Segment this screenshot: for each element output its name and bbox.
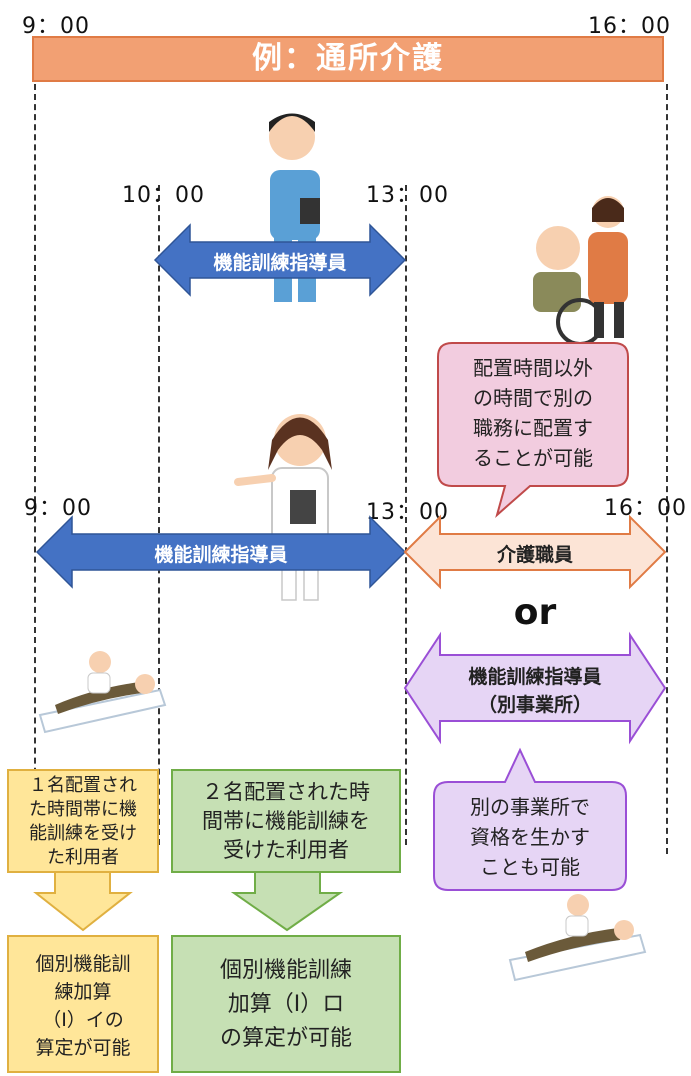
green-down-arrow (230, 871, 344, 932)
yellow-bottom-line: （Ⅰ）イの (42, 1009, 124, 1031)
yellow-bottom-box (7, 935, 159, 1073)
blue-arrow-1 (153, 223, 407, 297)
timeline1-end-time: 13：00 (366, 183, 449, 208)
arrow1-label: 機能訓練指導員 (213, 252, 347, 274)
header-start-time: 9：00 (22, 14, 90, 39)
green-bottom-box (171, 935, 401, 1073)
other-office-arrow (403, 631, 667, 745)
timeline2-mid-time: 13：00 (366, 500, 449, 525)
pink-bubble-line: の時間で別の (473, 386, 593, 410)
pink-bubble-line: ることが可能 (473, 446, 593, 470)
pink-bubble-text: 配置時間以外 の時間で別の 職務に配置す ることが可能 (440, 353, 626, 473)
yellow-bottom-line: 算定が可能 (35, 1037, 131, 1059)
green-top-line: 間帯に機能訓練を (202, 809, 370, 833)
green-bottom-line: の算定が可能 (219, 1026, 352, 1051)
green-bottom-line: 加算（Ⅰ）ロ (227, 992, 345, 1017)
care-arrow-label: 介護職員 (496, 544, 573, 566)
massage-bed-icon-right (508, 894, 647, 982)
yellow-top-line: 能訓練を受け (29, 823, 137, 844)
pink-bubble (437, 342, 629, 518)
or-label: or (513, 592, 557, 633)
pink-bubble-line: 職務に配置す (473, 416, 593, 440)
yellow-bottom-text: 個別機能訓 練加算 （Ⅰ）イの 算定が可能 (10, 950, 156, 1062)
other-office-label-2: （別事業所） (477, 694, 592, 716)
purple-bubble-line: 別の事業所で (470, 795, 590, 819)
yellow-down-arrow (33, 871, 133, 932)
green-top-text: ２名配置された時 間帯に機能訓練を 受けた利用者 (174, 778, 398, 865)
purple-bubble-line: 資格を生かす (470, 825, 590, 849)
guide-line-0900 (34, 84, 36, 824)
care-arrow (403, 514, 667, 590)
timeline2-start-time: 9：00 (24, 496, 92, 521)
arrow2-label: 機能訓練指導員 (154, 544, 288, 566)
green-bottom-line: 個別機能訓練 (219, 958, 352, 983)
guide-line-1600 (666, 84, 668, 854)
timeline1-start-time: 10：00 (122, 183, 205, 208)
pink-bubble-line: 配置時間以外 (473, 356, 593, 380)
green-top-line: 受けた利用者 (223, 838, 349, 862)
green-bottom-text: 個別機能訓練 加算（Ⅰ）ロ の算定が可能 (174, 954, 398, 1056)
wheelchair-icon (533, 196, 628, 346)
yellow-top-line: た時間帯に機 (29, 799, 137, 820)
female-nurse-icon (234, 414, 332, 601)
timeline2-end-time: 16：00 (604, 496, 687, 521)
yellow-top-text: １名配置され た時間帯に機 能訓練を受け た利用者 (10, 774, 156, 870)
yellow-top-line: １名配置され (29, 775, 137, 796)
purple-bubble-line: ことも可能 (480, 855, 580, 879)
purple-bubble-text: 別の事業所で 資格を生かす ことも可能 (436, 792, 624, 882)
guide-line-1300 (405, 185, 407, 845)
yellow-bottom-line: 練加算 (54, 981, 112, 1003)
yellow-top-line: た利用者 (47, 847, 119, 868)
massage-bed-icon (38, 651, 167, 734)
guide-line-1000 (158, 185, 160, 845)
green-top-line: ２名配置された時 (202, 780, 370, 804)
other-office-label-1: 機能訓練指導員 (468, 666, 602, 688)
page-title: 例：通所介護 (32, 36, 664, 82)
yellow-bottom-line: 個別機能訓 (35, 953, 131, 975)
header-end-time: 16：00 (588, 14, 671, 39)
purple-bubble (433, 747, 627, 891)
green-top-box (171, 769, 401, 873)
